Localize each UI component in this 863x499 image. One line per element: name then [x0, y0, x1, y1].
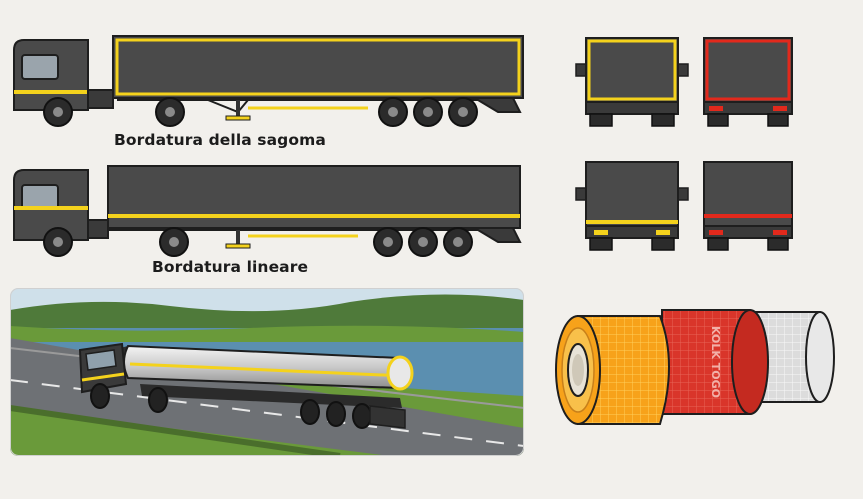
- tanker-truck-icon: [10, 288, 524, 456]
- reflective-tape-rolls-icon: KOLK TOGO: [555, 309, 835, 425]
- caption-linear-marking: Bordatura lineare: [152, 258, 309, 276]
- truck-rear-yellow-linear-icon: [575, 161, 689, 251]
- tape-brand-text: KOLK TOGO: [709, 326, 722, 398]
- truck-rear-red-linear-icon: [703, 161, 793, 251]
- truck-side-outline-icon: [13, 35, 524, 127]
- truck-side-linear-icon: [13, 165, 522, 257]
- truck-rear-red-icon: [703, 37, 793, 127]
- caption-outline-marking: Bordatura della sagoma: [114, 131, 326, 149]
- truck-rear-yellow-icon: [575, 37, 689, 127]
